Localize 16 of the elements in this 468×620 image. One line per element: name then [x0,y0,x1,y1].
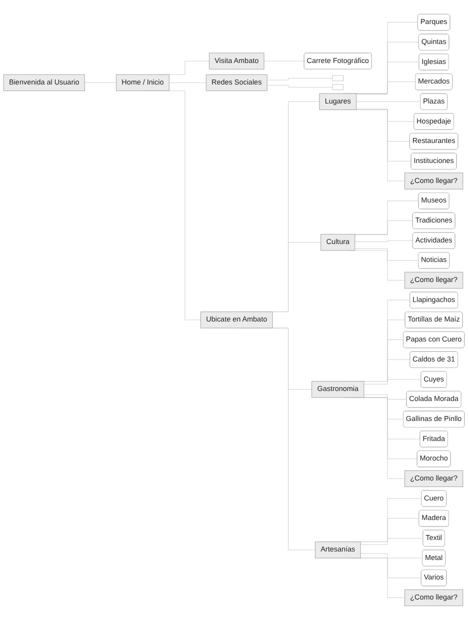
node-box [332,84,344,90]
connector [266,85,333,88]
connector [84,82,116,83]
connector [364,394,407,400]
connector [364,379,422,384]
connector [360,538,424,545]
connector [266,78,333,80]
connector [354,240,414,242]
connector [356,108,414,122]
connector [168,82,206,83]
connector [354,220,414,236]
connector [360,553,423,558]
node-box [332,75,344,82]
connector [354,248,419,261]
connector [356,101,421,102]
connector [356,82,416,94]
